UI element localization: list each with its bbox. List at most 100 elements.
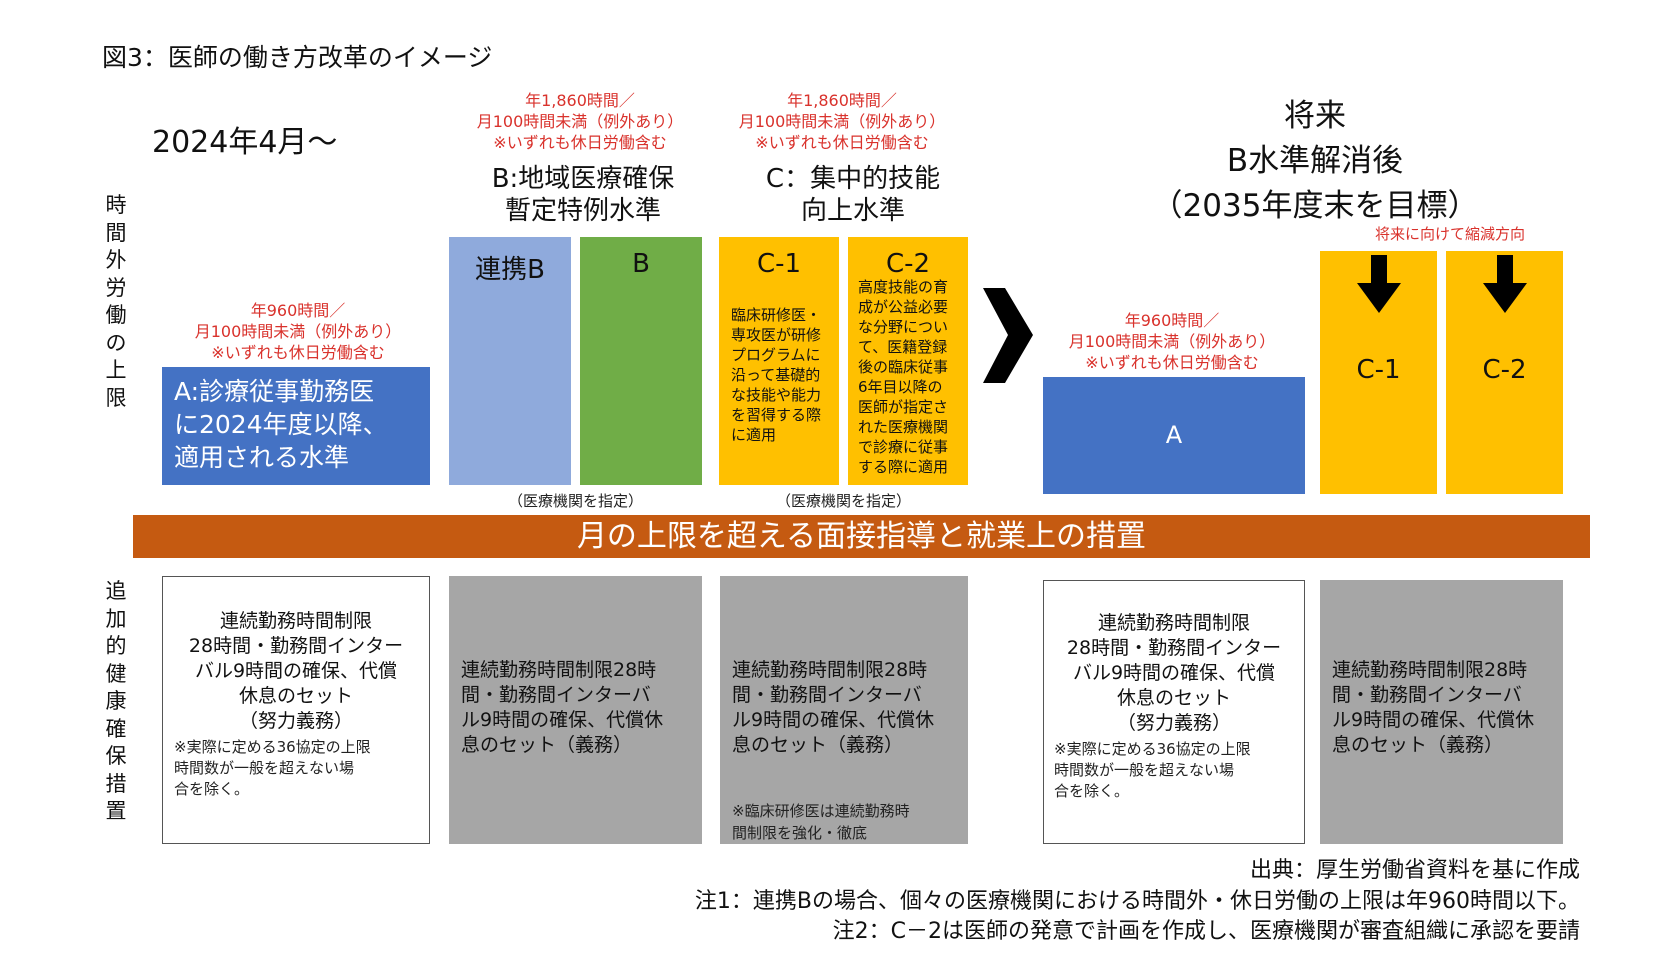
text-line: （努力義務） [1116, 712, 1231, 734]
text-line: 息のセット（義務） [1332, 734, 1504, 756]
limit-line: 月100時間未満（例外あり） [1068, 332, 1276, 351]
desc-line: な技能や能力 [731, 386, 822, 404]
box-title: A [1165, 421, 1183, 449]
desc-line: 後の臨床従事 [858, 358, 949, 376]
vertical-label-overtime: 時間外労働の上限 [104, 192, 128, 412]
desc-line: で診療に従事 [858, 438, 949, 456]
limit-line: ※いずれも休日労働含む [755, 133, 929, 152]
text-line: 連続勤務時間制限28時 [732, 659, 928, 681]
text-line: 息のセット（義務） [732, 734, 904, 756]
desc-line: な分野につい [858, 318, 949, 336]
desc-line: 沿って基礎的 [731, 366, 821, 384]
box-title: C-1 [756, 249, 802, 279]
limit-b: 年1,860時間／ 月100時間未満（例外あり） ※いずれも休日労働含む [450, 90, 710, 153]
limit-line: ※いずれも休日労働含む [493, 133, 667, 152]
box-level-c2: C-2 高度技能の育 成が公益必要 な分野につい て、医籍登録 後の臨床従事 6… [848, 237, 968, 485]
desc-line: 成が公益必要 [858, 298, 949, 316]
text-line: 連続勤務時間制限 [1097, 612, 1250, 634]
text-line: 時間数が一般を超えない場 [1054, 761, 1235, 779]
text-line: ※臨床研修医は連続勤務時 [732, 802, 910, 820]
limit-line: 年960時間／ [1124, 311, 1220, 330]
text-line: 間制限を強化・徹底 [732, 824, 868, 842]
health-note: ※実際に定める36協定の上限 時間数が一般を超えない場 合を除く。 [163, 737, 429, 800]
desc-line: プログラムに [731, 346, 821, 364]
footer-note-2: 注2：C－2は医師の発意で計画を作成し、医療機関が審査組織に承認を要請 [832, 919, 1580, 944]
text-line: 間・勤務間インターバ [461, 684, 651, 706]
box-future-level-a: A [1043, 377, 1305, 494]
box-level-renkei-b: 連携B [449, 237, 571, 485]
desc-line: て、医籍登録 [858, 338, 948, 356]
desc-line: 高度技能の育 [858, 278, 949, 296]
health-main: 連続勤務時間制限28時 間・勤務間インターバ ル9時間の確保、代償休 息のセット… [732, 658, 968, 758]
text-line: （努力義務） [238, 710, 353, 732]
text-line: 休息のセット [238, 685, 353, 707]
text-line: 時間数が一般を超えない場 [174, 759, 355, 777]
text-line: 息のセット（義務） [461, 734, 633, 756]
box-title: B [632, 249, 650, 279]
health-main: 連続勤務時間制限 28時間・勤務間インター バル9時間の確保、代償 休息のセット… [1044, 611, 1304, 736]
text-line: ※実際に定める36協定の上限 [1054, 740, 1251, 758]
text-line: バル9時間の確保、代償 [194, 660, 398, 682]
text-line: 合を除く。 [1054, 782, 1130, 800]
desc-line: 6年目以降の [858, 378, 943, 396]
desc-line: 臨床研修医・ [731, 306, 822, 324]
box-future-level-c2: C-2 [1446, 251, 1563, 494]
text-line: 28時間・勤務間インター [188, 635, 404, 657]
box-line: A:診療従事勤務医 [174, 377, 375, 406]
header-c: C：集中的技能 向上水準 [718, 163, 988, 227]
limit-line: ※いずれも休日労働含む [211, 343, 385, 362]
header-line: 将来 [1284, 98, 1346, 134]
box-title: C-2 [1482, 355, 1527, 385]
box-level-c1: C-1 臨床研修医・ 専攻医が研修 プログラムに 沿って基礎的 な技能や能力 を… [719, 237, 839, 485]
figure-title: 図3：医師の働き方改革のイメージ [102, 43, 493, 72]
header-future: 将来 B水準解消後 （2035年度末を目標） [1120, 94, 1510, 229]
header-line: C：集中的技能 [765, 164, 941, 194]
health-main: 連続勤務時間制限 28時間・勤務間インター バル9時間の確保、代償 休息のセット… [163, 609, 429, 734]
box-line: に2024年度以降、 [174, 410, 388, 439]
text-line: 間・勤務間インターバ [732, 684, 922, 706]
arrow-down-icon [1357, 255, 1401, 313]
vertical-text: 時間外労働の上限 [105, 193, 127, 410]
text-line: 休息のセット [1116, 687, 1231, 709]
box-level-b: B [580, 237, 702, 485]
box-description: 臨床研修医・ 専攻医が研修 プログラムに 沿って基礎的 な技能や能力 を習得する… [725, 305, 833, 445]
health-note: ※臨床研修医は連続勤務時 間制限を強化・徹底 [732, 800, 968, 844]
interview-guidance-band: 月の上限を超える面接指導と就業上の措置 [133, 515, 1590, 558]
limit-a-current: 年960時間／ 月100時間未満（例外あり） ※いずれも休日労働含む [168, 300, 428, 363]
box-title: 連携B [475, 255, 545, 285]
box-future-level-c1: C-1 [1320, 251, 1437, 494]
limit-line: 年1,860時間／ [525, 91, 635, 110]
box-line: 適用される水準 [174, 443, 350, 472]
footer-source: 出典：厚生労働省資料を基に作成 [1249, 858, 1580, 883]
arrow-down-icon [1483, 255, 1527, 313]
desc-line: 医師が指定さ [858, 398, 949, 416]
box-title: C-2 [885, 249, 931, 279]
desc-line: に適用 [731, 426, 777, 444]
text-line: 連続勤務時間制限28時 [461, 659, 657, 681]
desc-line: を習得する際 [731, 406, 822, 424]
text-line: 連続勤務時間制限28時 [1332, 659, 1528, 681]
limit-line: 年960時間／ [250, 301, 346, 320]
header-line: （2035年度末を目標） [1151, 188, 1479, 224]
future-reduction-note: 将来に向けて縮減方向 [1374, 225, 1525, 243]
limit-line: ※いずれも休日労働含む [1085, 353, 1259, 372]
vertical-label-health: 追加的健康確保措置 [104, 578, 128, 826]
limit-line: 月100時間未満（例外あり） [194, 322, 402, 341]
text-line: バル9時間の確保、代償 [1072, 662, 1276, 684]
text-line: ル9時間の確保、代償休 [1332, 709, 1535, 731]
designation-note-c: （医療機関を指定） [775, 492, 911, 510]
header-line: 暫定特例水準 [504, 196, 661, 226]
period-label: 2024年4月～ [152, 125, 338, 160]
health-box-c-future: 連続勤務時間制限28時 間・勤務間インターバ ル9時間の確保、代償休 息のセット… [1320, 580, 1563, 844]
health-box-c: 連続勤務時間制限28時 間・勤務間インターバ ル9時間の確保、代償休 息のセット… [720, 576, 968, 844]
limit-a-future: 年960時間／ 月100時間未満（例外あり） ※いずれも休日労働含む [1042, 310, 1302, 373]
box-description: 高度技能の育 成が公益必要 な分野につい て、医籍登録 後の臨床従事 6年目以降… [854, 277, 962, 477]
health-box-a-future: 連続勤務時間制限 28時間・勤務間インター バル9時間の確保、代償 休息のセット… [1043, 580, 1305, 844]
text-line: 28時間・勤務間インター [1066, 637, 1282, 659]
header-line: 向上水準 [800, 196, 905, 226]
transition-arrow-icon [983, 288, 1033, 383]
designation-note-b: （医療機関を指定） [507, 492, 643, 510]
text-line: ル9時間の確保、代償休 [461, 709, 664, 731]
health-box-a: 連続勤務時間制限 28時間・勤務間インター バル9時間の確保、代償 休息のセット… [162, 576, 430, 844]
desc-line: 専攻医が研修 [731, 326, 822, 344]
